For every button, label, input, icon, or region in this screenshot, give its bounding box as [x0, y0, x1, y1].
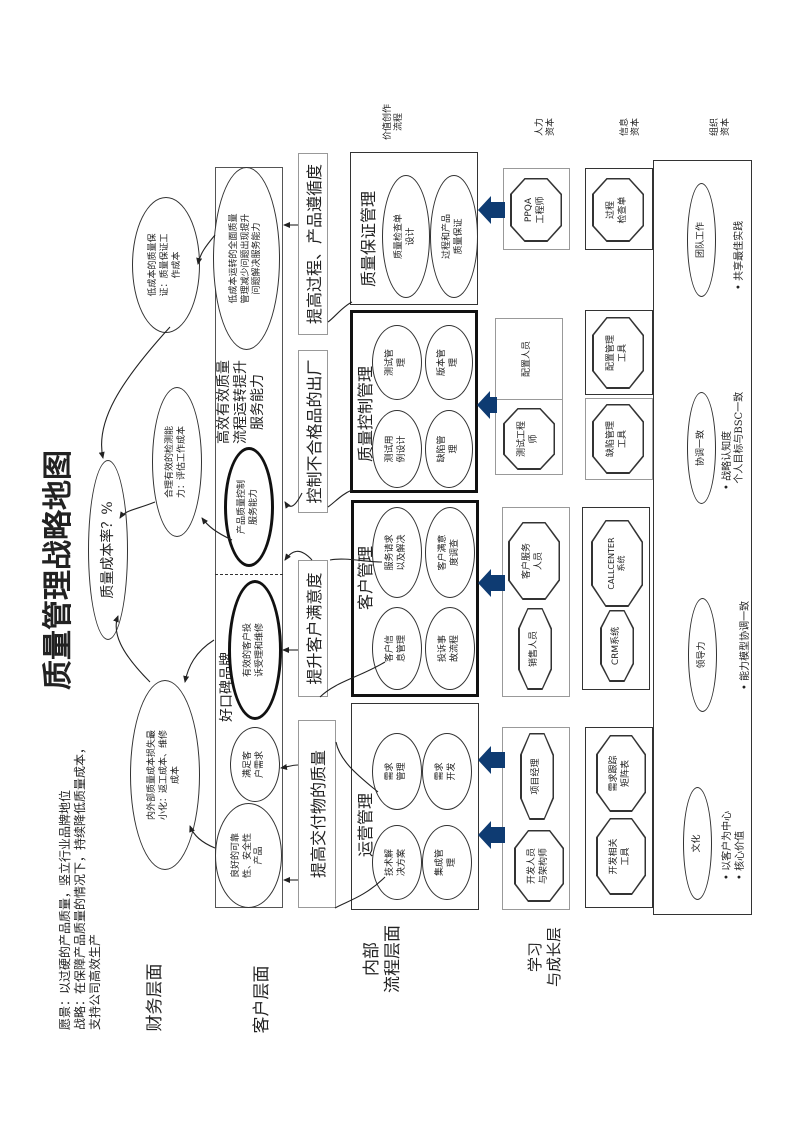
- block-arrow-up-icon: [477, 391, 497, 419]
- arrow-detect-to-cost-rate: [119, 501, 156, 519]
- link-cust-to-satisfaction-2: [329, 558, 383, 563]
- arrow-qa-cost-to-cost-rate: [98, 326, 171, 459]
- arrow-satisfaction-to-customer-box: [284, 550, 313, 561]
- link-qc-to-defect-control: [327, 489, 353, 508]
- link-qa-to-compliance: [327, 301, 353, 323]
- block-arrow-up-icon: [478, 196, 505, 224]
- arrow-reliable-to-loss: [189, 825, 216, 849]
- arrow-loss-to-cost-rate: [113, 615, 151, 683]
- block-arrow-up-icon: [478, 569, 505, 597]
- arrow-qc-service-to-detect: [201, 517, 233, 541]
- arrow-complaint-to-loss: [183, 639, 215, 683]
- link-ops-to-delivery: [334, 876, 386, 909]
- arrow-delivery-to-needs: [280, 764, 299, 770]
- link-ops-to-delivery-2: [335, 741, 379, 793]
- block-arrow-up-icon: [478, 746, 505, 774]
- arrow-defect-control-to-qc-service: [284, 492, 303, 509]
- block-arrow-up-icon: [478, 821, 505, 849]
- link-cust-to-satisfaction: [319, 661, 386, 698]
- arrow-tqm-to-qa-cost: [196, 234, 216, 265]
